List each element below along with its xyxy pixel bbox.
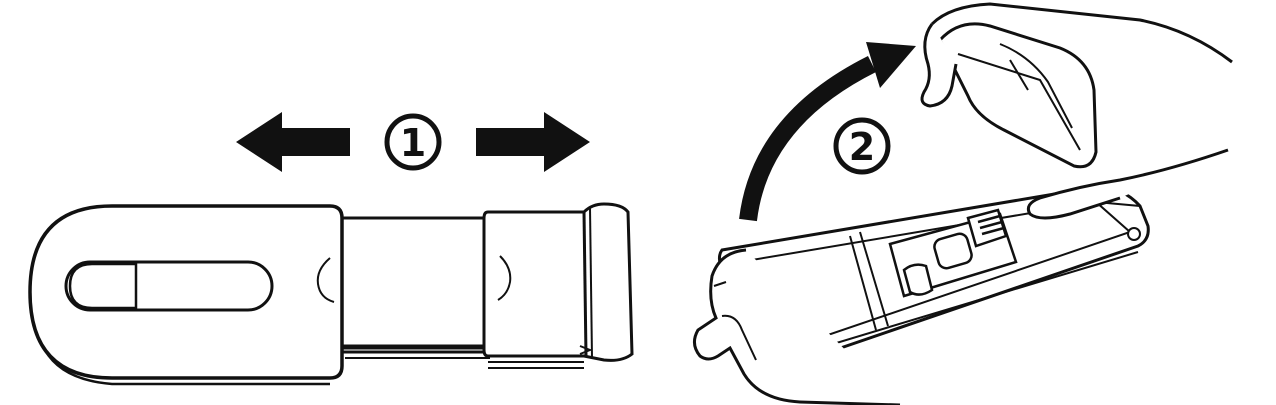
- slot-slider: [68, 262, 138, 310]
- upper-hand: [920, 2, 1233, 220]
- curved-arrow-icon: [739, 42, 916, 222]
- lower-hand: [693, 248, 901, 405]
- arrow-left-icon: [236, 112, 350, 172]
- device-middle-section: [336, 216, 492, 359]
- step-1-panel: 1: [28, 112, 634, 386]
- step-1-badge: 1: [384, 113, 442, 171]
- step-circle-icon: [833, 117, 891, 175]
- tray-mechanism: [888, 208, 1018, 298]
- step-1-number: 1: [400, 121, 426, 165]
- step-2-badge: 2: [833, 117, 891, 175]
- step-circle-icon: [384, 113, 442, 171]
- device-right-cap: [482, 202, 634, 369]
- step-2-panel: 2: [693, 2, 1233, 405]
- step-2-number: 2: [849, 125, 875, 169]
- arrow-right-icon: [476, 112, 590, 172]
- lifted-cover: [938, 22, 1098, 169]
